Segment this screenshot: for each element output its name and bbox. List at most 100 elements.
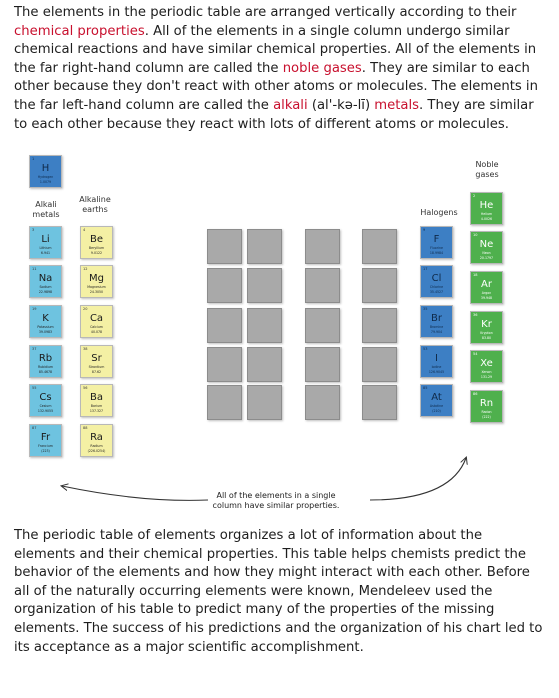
gray-block [207, 229, 242, 264]
element-num: 38 [83, 347, 88, 351]
element-num: 3 [32, 228, 35, 232]
element-symbol: Ne [479, 239, 494, 250]
element-symbol: F [433, 234, 440, 245]
intro-text-1: The elements in the periodic table are a… [14, 5, 517, 20]
element-name: Bromine [429, 325, 444, 329]
intro-paragraph: The elements in the periodic table are a… [14, 4, 546, 134]
element-num: 9 [423, 228, 426, 232]
gray-block [247, 229, 282, 264]
element-num: 86 [473, 392, 478, 396]
gray-block [207, 268, 242, 303]
element-mass: 22.9898 [38, 290, 53, 294]
diagram-caption: All of the elements in a single column h… [212, 491, 340, 510]
element-num: 36 [473, 313, 478, 317]
element-mass: 137.327 [89, 409, 104, 413]
element-mass: 39.0983 [38, 330, 53, 334]
element-name: Potassium [37, 325, 54, 329]
element-symbol: Mg [89, 273, 104, 284]
element-mass: 1.0079 [39, 180, 52, 184]
element-num: 35 [423, 307, 428, 311]
summary-paragraph: The periodic table of elements organizes… [14, 528, 543, 655]
element-name: Cesium [39, 404, 52, 408]
gray-block [305, 385, 340, 420]
noble-gases-header: Noble gases [475, 160, 499, 179]
element-mass: (226.0254) [87, 449, 106, 453]
element-name: Lithium [39, 246, 52, 250]
element-symbol: Ra [90, 432, 103, 443]
element-name: Barium [90, 404, 103, 408]
element-name: Argon [481, 291, 492, 295]
element-name: Calcium [90, 325, 103, 329]
gray-block [362, 268, 397, 303]
gray-block [207, 385, 242, 420]
element-num: 17 [423, 267, 428, 271]
element-num: 11 [32, 267, 37, 271]
element-name: Rubidium [37, 365, 54, 369]
element-mass: 9.0122 [90, 251, 103, 255]
element-num: 53 [423, 347, 428, 351]
element-num: 56 [83, 386, 88, 390]
alkali-term: alkali [273, 97, 308, 113]
element-symbol: Rb [38, 353, 53, 364]
element-name: Sodium [39, 285, 52, 289]
element-num: 12 [83, 267, 88, 271]
element-num: 87 [32, 426, 37, 430]
element-symbol: Ca [89, 313, 104, 324]
gray-block [305, 229, 340, 264]
element-name: Magnesium [87, 285, 106, 289]
element-num: 88 [83, 426, 88, 430]
element-mass: 18.9984 [429, 251, 444, 255]
intro-text-5: . They are similar to each other because… [14, 97, 534, 132]
intro-text-2: . All of the elements in a single column… [14, 23, 537, 76]
element-name: Radon [481, 410, 492, 414]
element-name: Francium [38, 444, 53, 448]
element-mass: 131.29 [480, 375, 493, 379]
element-num: 2 [473, 194, 476, 198]
element-num: 18 [473, 273, 478, 277]
element-symbol: He [479, 200, 494, 211]
element-name: Xenon [481, 370, 492, 374]
intro-text-3: . They are similar to each other because… [14, 60, 538, 113]
element-symbol: Cl [431, 273, 442, 284]
gray-block [247, 347, 282, 382]
pronunciation: (al'-kə-lī) [307, 97, 375, 113]
element-name: Hydrogen [37, 175, 54, 179]
element-mass: 24.3050 [89, 290, 104, 294]
left-arrow [62, 486, 209, 501]
element-symbol: Be [89, 234, 103, 245]
element-symbol: I [435, 353, 438, 364]
alkaline-earths-header: Alkaline earths [79, 195, 111, 214]
element-mass: 39.948 [480, 296, 493, 300]
element-num: 1 [32, 157, 35, 161]
element-symbol: Br [431, 313, 442, 324]
element-mass: 20.1797 [479, 256, 494, 260]
element-mass: 85.4678 [38, 370, 53, 374]
gray-block [362, 308, 397, 343]
element-name: Helium [480, 212, 493, 216]
element-mass: 132.9055 [37, 409, 54, 413]
halogens-header: Halogens [420, 208, 458, 217]
element-mass: (210) [432, 409, 441, 413]
gray-block [305, 308, 340, 343]
element-symbol: Li [41, 234, 50, 245]
gray-block [362, 347, 397, 382]
right-arrow [369, 458, 466, 501]
element-name: Neon [482, 251, 491, 255]
element-name: Iodine [431, 365, 442, 369]
element-name: Astatine [429, 404, 444, 408]
element-name: Fluorine [430, 246, 443, 250]
element-mass: 126.9045 [428, 370, 445, 374]
